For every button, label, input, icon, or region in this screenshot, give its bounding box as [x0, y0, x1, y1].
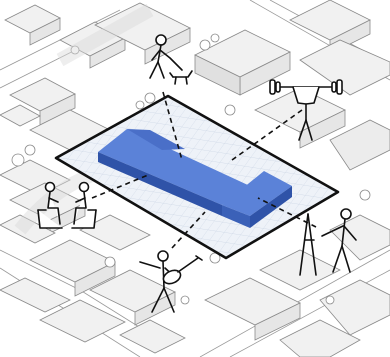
- site-diagram: [0, 0, 390, 357]
- diagram-canvas: [0, 0, 390, 357]
